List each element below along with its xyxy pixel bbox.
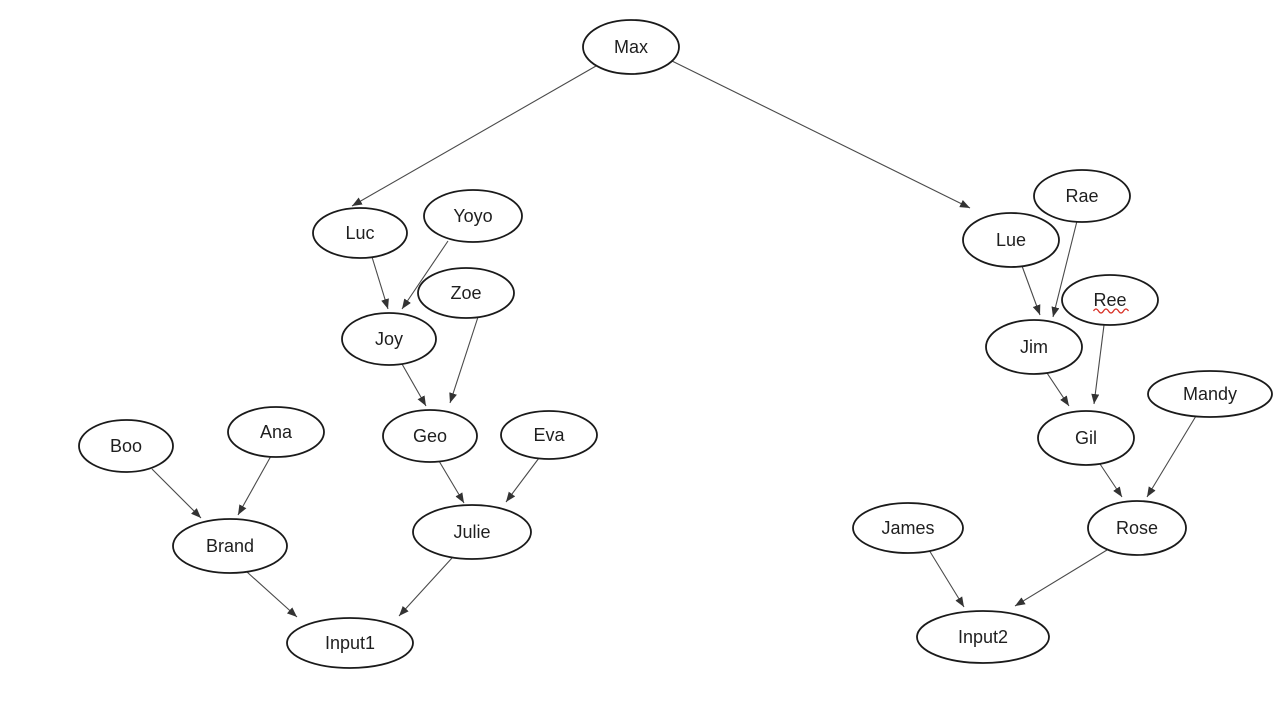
node-ellipse-mandy[interactable] <box>1147 370 1273 418</box>
node-ellipse-max[interactable] <box>582 19 680 75</box>
edge-luc-to-joy[interactable] <box>371 256 389 310</box>
node-label-luc: Luc <box>345 223 374 243</box>
node-ellipse-rae[interactable] <box>1033 169 1131 223</box>
node-ellipse-eva[interactable] <box>500 410 598 460</box>
node-ellipse-boo[interactable] <box>78 419 174 473</box>
node-label-boo: Boo <box>110 436 142 456</box>
node-rose[interactable]: Rose <box>1087 500 1187 556</box>
edge-boo-to-brand[interactable] <box>151 468 202 519</box>
edge-james-to-input2[interactable] <box>928 549 965 608</box>
edge-rae-to-jim[interactable] <box>1051 220 1078 318</box>
edge-joy-to-geo[interactable] <box>401 363 427 407</box>
node-input1[interactable]: Input1 <box>286 617 414 669</box>
edge-jim-to-gil[interactable] <box>1046 372 1070 407</box>
node-label-mandy: Mandy <box>1183 384 1237 404</box>
node-geo[interactable]: Geo <box>382 409 478 463</box>
node-ellipse-james[interactable] <box>852 502 964 554</box>
node-ellipse-brand[interactable] <box>172 518 288 574</box>
node-mandy[interactable]: Mandy <box>1147 370 1273 418</box>
node-ellipse-ree[interactable] <box>1061 274 1159 326</box>
node-james[interactable]: James <box>852 502 964 554</box>
edge-zoe-to-geo[interactable] <box>449 316 479 404</box>
spellcheck-squiggle-ree <box>1092 308 1130 314</box>
node-joy[interactable]: Joy <box>341 312 437 366</box>
node-ellipse-geo[interactable] <box>382 409 478 463</box>
node-eva[interactable]: Eva <box>500 410 598 460</box>
node-zoe[interactable]: Zoe <box>417 267 515 319</box>
edge-lue-to-jim[interactable] <box>1021 265 1041 316</box>
node-max[interactable]: Max <box>582 19 680 75</box>
node-ellipse-zoe[interactable] <box>417 267 515 319</box>
edge-mandy-to-rose[interactable] <box>1146 415 1197 498</box>
edge-ana-to-brand[interactable] <box>237 455 272 516</box>
node-label-ree: Ree <box>1093 290 1126 310</box>
node-ree[interactable]: Ree <box>1061 274 1159 326</box>
node-input2[interactable]: Input2 <box>916 610 1050 664</box>
node-label-geo: Geo <box>413 426 447 446</box>
node-ellipse-ana[interactable] <box>227 406 325 458</box>
node-ellipse-yoyo[interactable] <box>423 189 523 243</box>
node-jim[interactable]: Jim <box>985 319 1083 375</box>
node-label-zoe: Zoe <box>450 283 481 303</box>
node-ellipse-julie[interactable] <box>412 504 532 560</box>
node-ellipse-input2[interactable] <box>916 610 1050 664</box>
node-label-rose: Rose <box>1116 518 1158 538</box>
node-label-max: Max <box>614 37 648 57</box>
node-ellipse-joy[interactable] <box>341 312 437 366</box>
node-ellipse-input1[interactable] <box>286 617 414 669</box>
node-luc[interactable]: Luc <box>312 207 408 259</box>
node-label-ana: Ana <box>260 422 293 442</box>
node-lue[interactable]: Lue <box>962 212 1060 268</box>
node-label-rae: Rae <box>1065 186 1098 206</box>
node-ellipse-luc[interactable] <box>312 207 408 259</box>
node-ellipse-rose[interactable] <box>1087 500 1187 556</box>
edge-ree-to-gil[interactable] <box>1091 324 1105 405</box>
node-label-input2: Input2 <box>958 627 1008 647</box>
node-label-jim: Jim <box>1020 337 1048 357</box>
edge-gil-to-rose[interactable] <box>1099 463 1123 498</box>
node-rae[interactable]: Rae <box>1033 169 1131 223</box>
node-ellipse-jim[interactable] <box>985 319 1083 375</box>
node-label-julie: Julie <box>453 522 490 542</box>
edge-max-to-luc[interactable] <box>351 65 597 207</box>
node-julie[interactable]: Julie <box>412 504 532 560</box>
node-label-joy: Joy <box>375 329 403 349</box>
edge-rose-to-input2[interactable] <box>1014 549 1108 607</box>
node-label-gil: Gil <box>1075 428 1097 448</box>
node-ellipse-lue[interactable] <box>962 212 1060 268</box>
node-yoyo[interactable]: Yoyo <box>423 189 523 243</box>
edge-eva-to-julie[interactable] <box>505 457 540 503</box>
node-brand[interactable]: Brand <box>172 518 288 574</box>
edge-geo-to-julie[interactable] <box>438 460 465 504</box>
node-boo[interactable]: Boo <box>78 419 174 473</box>
node-label-james: James <box>881 518 934 538</box>
node-ana[interactable]: Ana <box>227 406 325 458</box>
edge-brand-to-input1[interactable] <box>246 571 298 618</box>
node-label-input1: Input1 <box>325 633 375 653</box>
node-label-brand: Brand <box>206 536 254 556</box>
node-ellipse-gil[interactable] <box>1037 410 1135 466</box>
node-label-lue: Lue <box>996 230 1026 250</box>
node-label-eva: Eva <box>533 425 565 445</box>
node-label-yoyo: Yoyo <box>453 206 492 226</box>
edge-yoyo-to-joy[interactable] <box>401 240 449 310</box>
edge-max-to-lue[interactable] <box>671 60 971 209</box>
node-gil[interactable]: Gil <box>1037 410 1135 466</box>
edge-julie-to-input1[interactable] <box>398 557 453 617</box>
